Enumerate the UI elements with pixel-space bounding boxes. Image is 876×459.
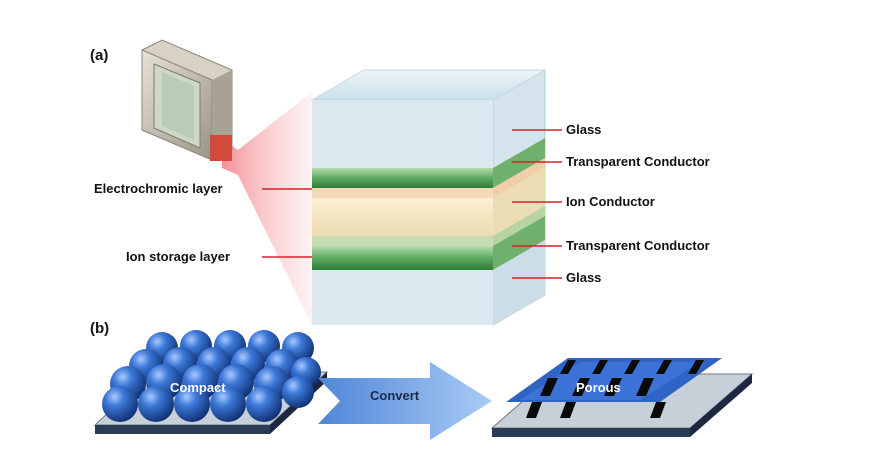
convert-arrow bbox=[318, 362, 492, 440]
convert-label: Convert bbox=[370, 388, 420, 403]
ion-conductor-label: Ion Conductor bbox=[566, 194, 655, 209]
glass-bottom-label: Glass bbox=[566, 270, 602, 285]
compact-label: Compact bbox=[170, 380, 226, 395]
window-frame-icon bbox=[141, 39, 233, 161]
porous-label: Porous bbox=[576, 380, 621, 395]
compact-spheres bbox=[102, 330, 321, 422]
projection-beam bbox=[222, 92, 312, 325]
panel-label-a: (a) bbox=[90, 47, 109, 64]
transparent-conductor-bottom-label: Transparent Conductor bbox=[566, 238, 710, 253]
glass-top-label: Glass bbox=[566, 122, 602, 137]
layer-stack bbox=[310, 69, 547, 326]
porous-film bbox=[506, 358, 722, 418]
right-leader-lines bbox=[512, 129, 562, 279]
left-leader-lines bbox=[262, 188, 312, 258]
ion-storage-layer-label: Ion storage layer bbox=[126, 249, 231, 264]
electrochromic-layer-label: Electrochromic layer bbox=[94, 181, 223, 196]
panel-label-b: (b) bbox=[90, 320, 110, 337]
transparent-conductor-top-label: Transparent Conductor bbox=[566, 154, 710, 169]
